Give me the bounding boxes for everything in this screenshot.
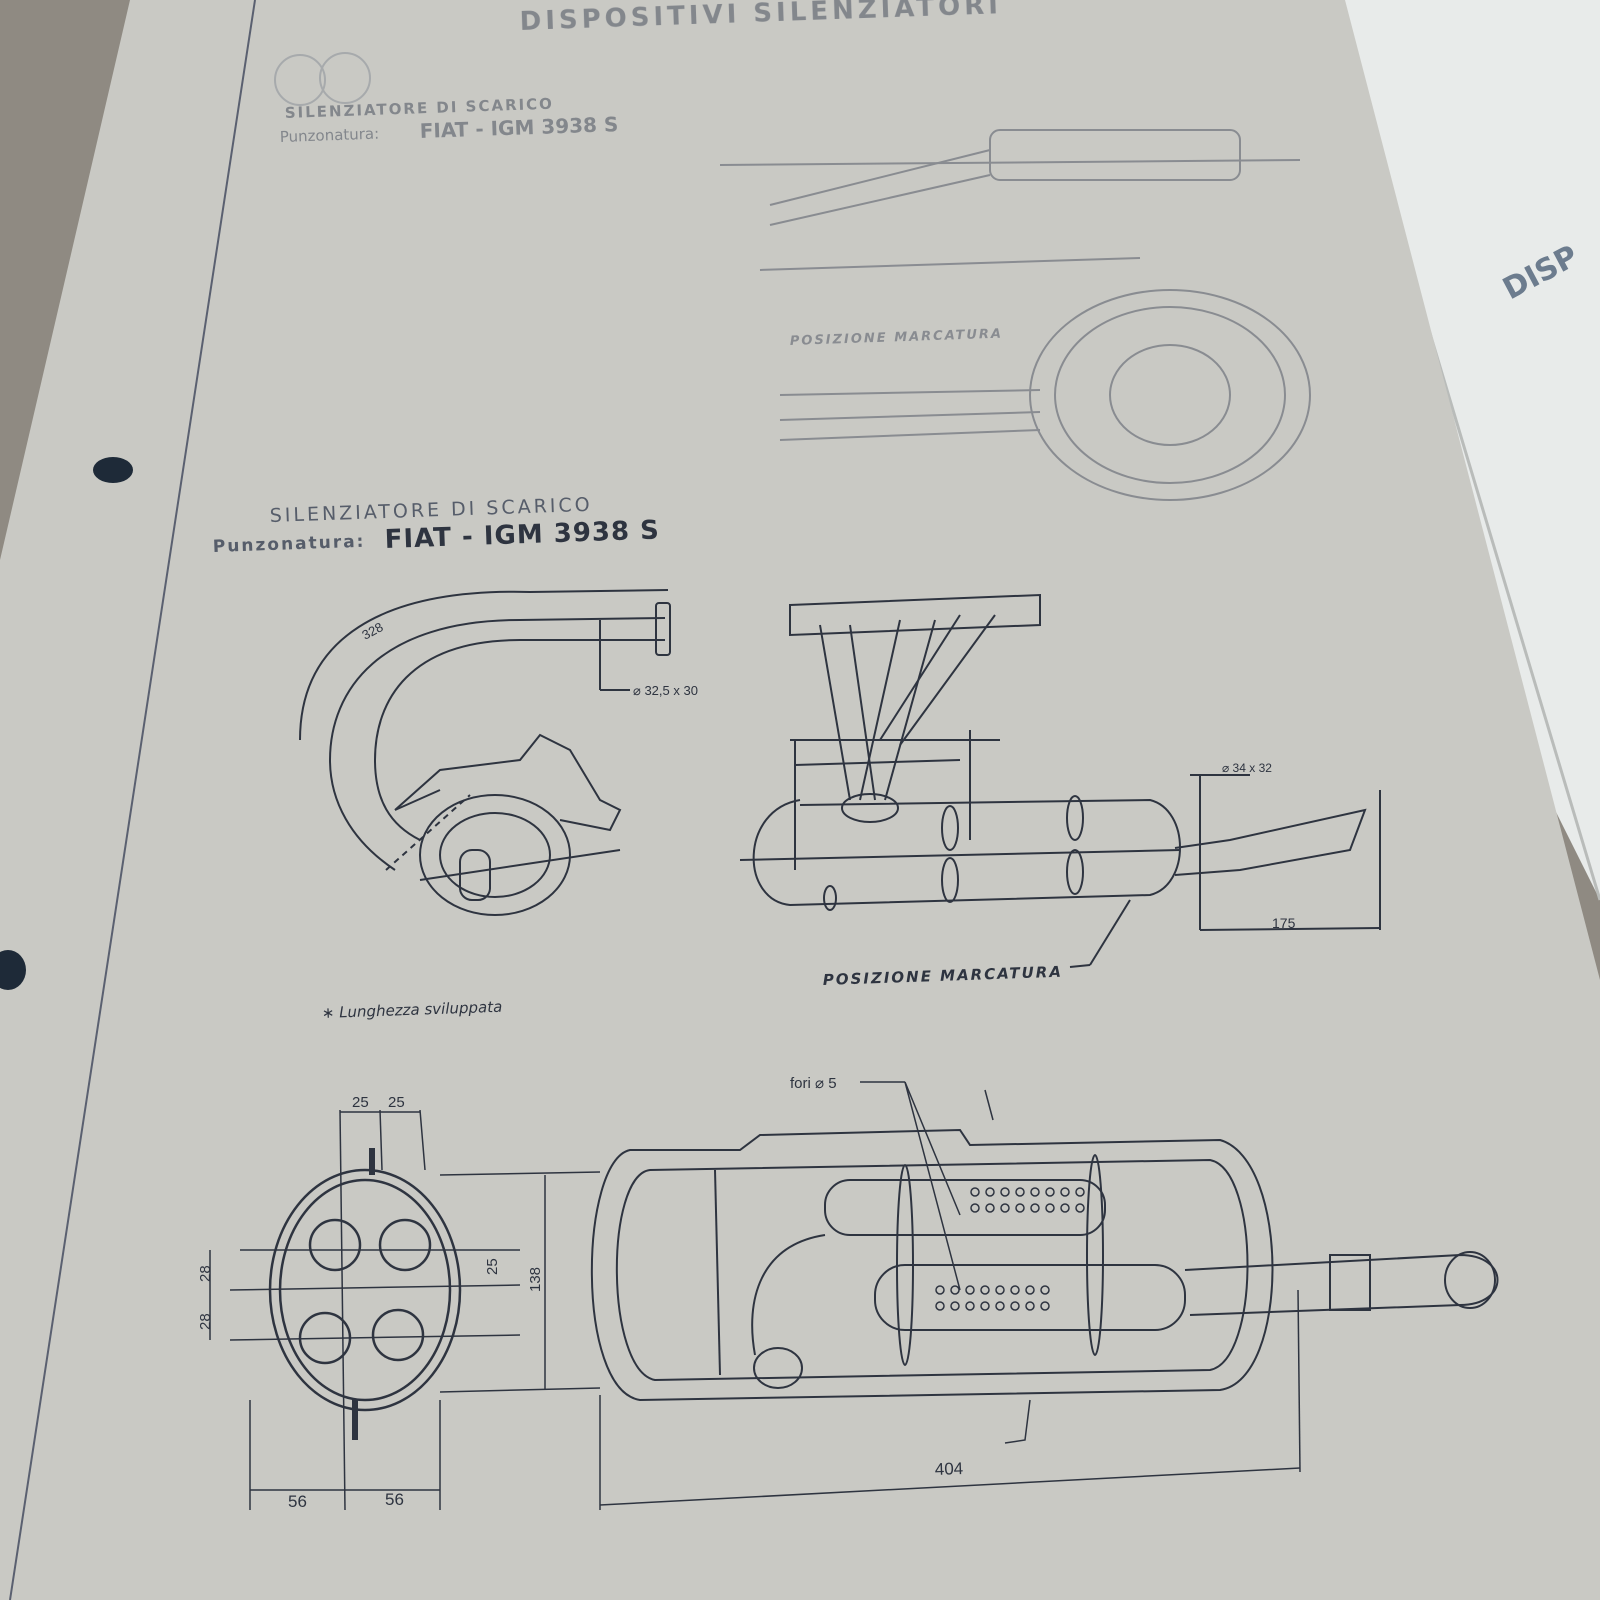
dim-height: 138: [527, 1267, 544, 1292]
tail-diameter-label: ⌀ 34 x 32: [1222, 761, 1272, 775]
dim-left-lower: 28: [197, 1313, 214, 1330]
dim-length: 404: [934, 1459, 963, 1479]
cross-section-drawing: [209, 1109, 601, 1511]
margin-rule: [9, 0, 256, 1600]
pipe-diameter-label: ⌀ 32,5 x 30: [633, 683, 698, 698]
header-punch-prefix: Punzonatura:: [280, 125, 380, 146]
holes-note: fori ⌀ 5: [790, 1075, 837, 1092]
dim-bottom-left: 56: [288, 1492, 307, 1511]
binder-hole-lower: [0, 950, 26, 990]
muffler-cutaway-drawing: [590, 1081, 1499, 1510]
curved-pipe-drawing: [299, 589, 671, 916]
upper-drawing: [719, 129, 1311, 501]
dim-top-right: 25: [388, 1094, 405, 1111]
dim-left-upper: 28: [197, 1265, 214, 1282]
binder-hole-upper: [93, 457, 133, 483]
perforation-holes: [935, 1187, 1085, 1311]
assembly-drawing: [739, 593, 1381, 968]
dim-bottom-right: 56: [385, 1490, 404, 1509]
tail-length-label: 175: [1272, 915, 1296, 931]
upper-marking-label: POSIZIONE MARCATURA: [790, 327, 1004, 349]
logo-circle: [274, 54, 326, 106]
dim-right-small: 25: [484, 1258, 501, 1275]
dim-top-left: 25: [352, 1094, 369, 1111]
